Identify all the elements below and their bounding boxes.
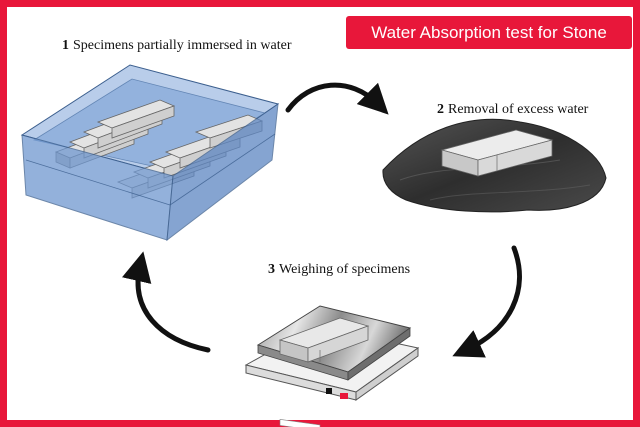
step-2-text: Removal of excess water [448,102,589,117]
step-2-number: 2 [437,102,444,117]
step-1-text: Specimens partially immersed in water [73,38,292,53]
cycle-arrow-icon [122,82,522,358]
title-badge: Water Absorption test for Stone [346,16,632,49]
water-tank-icon [20,64,280,242]
step-3-label: 3 Weighing of specimens [268,262,410,278]
step-1-label: 1 Specimens partially immersed in water [62,38,292,54]
step-3-number: 3 [268,262,275,277]
arrow-step2-to-step3 [452,245,522,358]
step-3-text: Weighing of specimens [279,262,411,277]
weighing-scale-icon [244,305,420,427]
step-1-number: 1 [62,38,69,53]
step-2-label: 2 Removal of excess water [437,102,588,118]
arrow-step3-to-step1 [122,251,211,353]
cloth-icon [382,118,607,213]
arrow-step1-to-step2 [285,82,389,115]
